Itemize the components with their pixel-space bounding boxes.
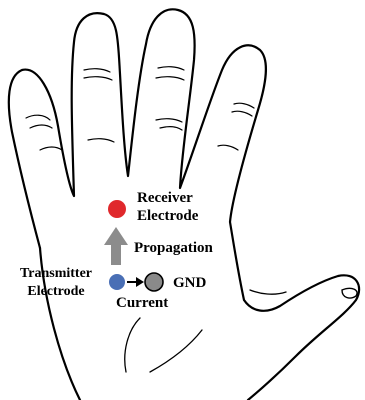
propagation-arrow — [104, 227, 128, 265]
gnd-label: GND — [173, 275, 207, 291]
current-label: Current — [116, 295, 168, 311]
gnd-node — [145, 273, 163, 291]
transmitter-electrode-dot — [109, 274, 125, 290]
thumbnail-icon — [342, 288, 357, 298]
receiver-label-line2: Electrode — [137, 208, 199, 224]
receiver-label-line1: Receiver — [137, 190, 193, 206]
transmitter-label-line2: Electrode — [27, 284, 84, 299]
propagation-label: Propagation — [134, 240, 214, 256]
transmitter-label-line1: Transmitter — [20, 266, 92, 281]
receiver-electrode-dot — [108, 200, 126, 218]
current-arrow-head — [136, 277, 144, 287]
